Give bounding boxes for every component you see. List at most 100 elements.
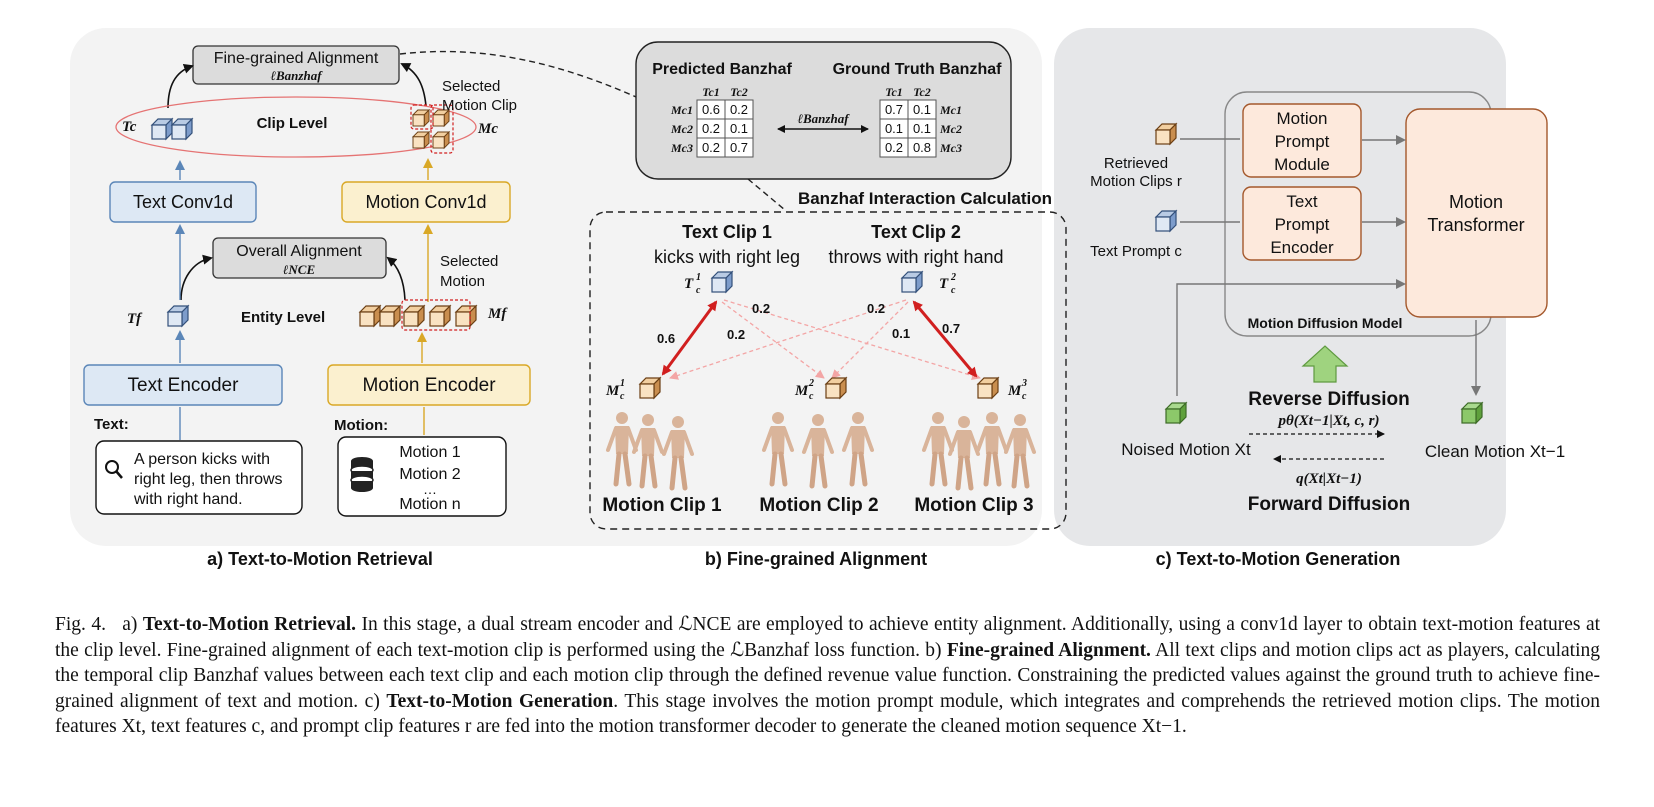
tpe-line-3: Encoder	[1270, 238, 1334, 257]
text-clip-cube-icon-2	[171, 118, 193, 140]
gt-col-header: Tc1	[885, 85, 903, 99]
motion-clip-cube-icon	[412, 109, 430, 127]
gt-cell	[907, 137, 937, 158]
caption-a-text: In this stage, a dual stream encoder and…	[55, 614, 1601, 661]
pred-cell-value: 0.2	[702, 121, 720, 136]
fine-loss-label: ℓBanzhaf	[270, 68, 323, 83]
motion-entity-cube-icon	[379, 305, 401, 327]
svg-text:3: 3	[1021, 378, 1027, 389]
motion-entity-cube-icon	[359, 305, 381, 327]
diffusion-model-label: Motion Diffusion Model	[1248, 315, 1403, 331]
text-encoder-label: Text Encoder	[128, 375, 240, 396]
svg-text:c: c	[951, 285, 956, 296]
motion-transformer-box	[1405, 108, 1548, 318]
clean-motion-cube-icon	[1461, 402, 1483, 424]
figure-diagram: Fine-grained Alignment ℓBanzhaf Tc Clip …	[70, 28, 1565, 569]
svg-text:2: 2	[808, 378, 814, 389]
mpm-line-1: Motion	[1276, 109, 1327, 128]
motion-conv1d-label: Motion Conv1d	[365, 192, 486, 212]
mpm-line-3: Module	[1274, 155, 1330, 174]
up-arrow-icon	[1301, 345, 1349, 383]
motion-encoder-label: Motion Encoder	[362, 375, 496, 396]
text-clip-2-cube-icon	[901, 271, 923, 293]
m3-label: M	[1007, 383, 1022, 399]
svg-text:1: 1	[696, 272, 701, 283]
banzhaf-calc-box	[589, 211, 1067, 530]
svg-text:c: c	[696, 285, 701, 296]
motion-clip-1-cube-icon	[639, 377, 661, 399]
svg-text:1: 1	[620, 378, 625, 389]
edge-value-2: 0.2	[752, 301, 770, 316]
gt-row-header: Mc3	[939, 141, 962, 155]
clip-level-label: Clip Level	[257, 115, 328, 132]
mc-label: Mc	[477, 121, 498, 137]
retrieved-label-1: Retrieved	[1104, 155, 1168, 172]
text-input-line-1: A person kicks with	[134, 451, 270, 468]
pred-row-header: Mc3	[670, 141, 693, 155]
selected-motion-clip-label-1: Selected	[442, 78, 500, 95]
forward-diffusion-label: Forward Diffusion	[1248, 494, 1411, 515]
text-clip-cube-icon	[151, 118, 173, 140]
tc-label: Tc	[122, 119, 137, 135]
retrieved-label-2: Motion Clips r	[1090, 173, 1182, 190]
edge-value-6: 0.7	[942, 321, 960, 336]
caption-c-text: . This stage involves the motion prompt …	[55, 690, 1600, 738]
text-clip-1-cube-icon	[711, 271, 733, 293]
text-prompt-label: Text Prompt c	[1090, 243, 1182, 260]
text-clip-2-desc: throws with right hand	[828, 247, 1003, 267]
edge-value-3: 0.2	[727, 327, 745, 342]
gt-row-header: Mc2	[939, 122, 962, 136]
gt-cell-value: 0.1	[913, 121, 931, 136]
motion-prompt-module-box	[1242, 103, 1362, 178]
caption-b-text: All text clips and motion clips act as p…	[55, 639, 1600, 712]
text-clip-1-title: Text Clip 1	[682, 222, 772, 242]
motion-item-ellipsis: …	[423, 481, 437, 497]
edge-t2-m3	[912, 300, 978, 378]
text-conv1d-box	[109, 181, 257, 223]
text-clip-1-desc: kicks with right leg	[654, 247, 800, 267]
t1-label: T	[684, 276, 694, 292]
text-clip-2-title: Text Clip 2	[871, 222, 961, 242]
pred-cell-value: 0.6	[702, 102, 720, 117]
clean-motion-label: Clean Motion Xt−1	[1425, 442, 1565, 461]
panel-c-title: c) Text-to-Motion Generation	[1156, 549, 1401, 569]
caption-a-bold: Text-to-Motion Retrieval.	[142, 614, 357, 635]
noised-motion-cube-icon	[1165, 402, 1187, 424]
panel-b-title: b) Fine-grained Alignment	[705, 549, 927, 569]
text-input-line-3: with right hand.	[133, 491, 243, 508]
text-input-box	[95, 440, 303, 515]
motion-conv1d-box	[341, 181, 511, 223]
edge-value-5: 0.1	[892, 326, 910, 341]
text-prompt-cube-icon	[1155, 210, 1177, 232]
svg-text:c: c	[1022, 391, 1027, 402]
tpe-line-1: Text	[1286, 192, 1317, 211]
m1-label: M	[605, 383, 620, 399]
caption-a-label: a)	[122, 614, 143, 635]
text-input-line-2: right leg, then throws	[134, 471, 283, 488]
selected-motion-label-1: Selected	[440, 253, 498, 270]
gt-col-header: Tc2	[913, 85, 931, 99]
figure-caption: Fig. 4. a) Text-to-Motion Retrieval. In …	[55, 612, 1600, 740]
gt-cell-value: 0.8	[913, 140, 931, 155]
noised-motion-label: Noised Motion Xt	[1121, 440, 1251, 459]
banzhaf-loss-label: ℓBanzhaf	[797, 111, 850, 126]
panel-b: Predicted Banzhaf Ground Truth Banzhaf T…	[589, 41, 1067, 569]
forward-formula: q(Xt|Xt−1)	[1296, 471, 1362, 487]
motion-item-1: Motion 1	[399, 444, 460, 461]
entity-level-label: Entity Level	[241, 309, 325, 326]
predicted-banzhaf-title: Predicted Banzhaf	[652, 61, 792, 78]
pred-cell	[724, 137, 754, 158]
panel-a-title: a) Text-to-Motion Retrieval	[207, 549, 433, 569]
pred-col-header: Tc1	[702, 85, 720, 99]
reverse-formula: pθ(Xt−1|Xt, c, r)	[1276, 413, 1379, 429]
motion-entity-cube-icon	[429, 305, 451, 327]
motion-clip-1-label: Motion Clip 1	[602, 495, 722, 516]
tf-label: Tf	[127, 311, 143, 327]
motion-input-label: Motion:	[334, 417, 388, 434]
panel-c: Retrieved Motion Clips r Text Prompt c M…	[1090, 91, 1565, 569]
motion-clip-cube-icon	[432, 131, 450, 149]
selected-motion-label-2: Motion	[440, 273, 485, 290]
text-conv1d-label: Text Conv1d	[133, 192, 233, 212]
motion-encoder-box	[327, 364, 531, 406]
